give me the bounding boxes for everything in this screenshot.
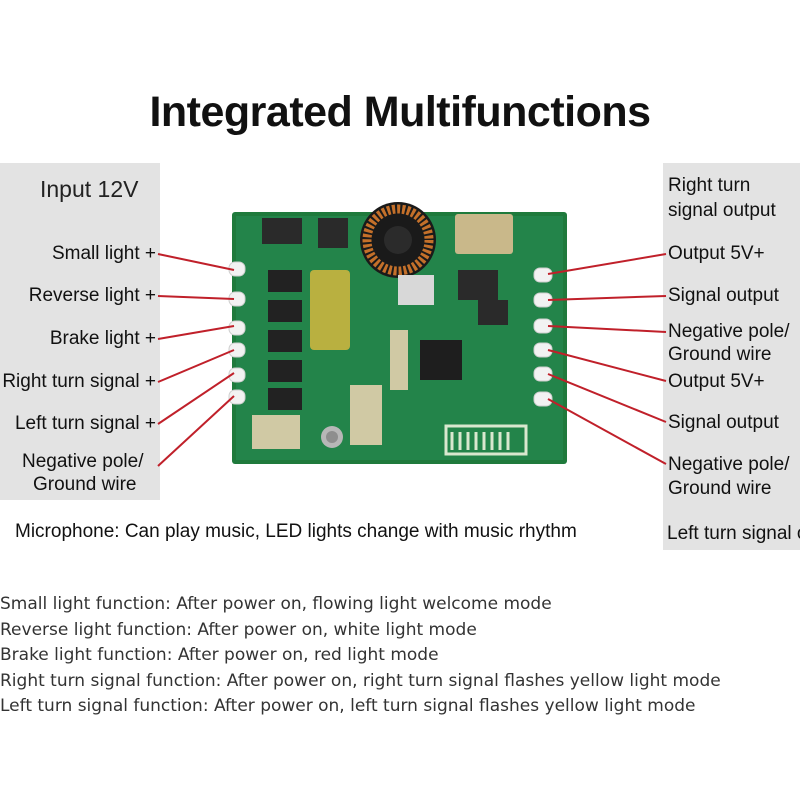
label-ground-wire-right-1: Ground wire — [668, 344, 772, 365]
label-reverse-light: Reverse light + — [28, 285, 156, 306]
input-voltage-label: Input 12V — [40, 176, 139, 202]
label-ground-wire-left: Ground wire — [33, 474, 137, 495]
microphone-note: Microphone: Can play music, LED lights c… — [15, 521, 577, 542]
label-brake-light: Brake light + — [49, 328, 156, 349]
microcontroller-chip — [420, 340, 462, 380]
function-item: Right turn signal function: After power … — [0, 670, 721, 691]
antenna-trace — [444, 424, 528, 456]
function-item: Brake light function: After power on, re… — [0, 645, 439, 665]
function-list: Small light function: After power on, fl… — [0, 592, 800, 720]
right-leader-lines — [547, 253, 667, 465]
left-label-panel — [0, 163, 160, 500]
function-item: Reverse light function: After power on, … — [0, 619, 477, 640]
label-left-turn-signal-output: Left turn signal o — [667, 523, 800, 544]
label-output-5v-1: Output 5V+ — [668, 243, 765, 264]
left-leader-lines — [157, 253, 235, 467]
label-right-turn-signal: Right turn signal + — [2, 371, 156, 392]
label-signal-output-header: signal output — [668, 200, 776, 221]
toroid-inductor — [360, 202, 436, 278]
label-output-5v-2: Output 5V+ — [668, 371, 765, 392]
capacitor — [310, 270, 350, 350]
function-item: Small light function: After power on, fl… — [0, 594, 552, 614]
function-item: Left turn signal function: After power o… — [0, 696, 696, 716]
right-solder-pads — [533, 267, 553, 407]
label-left-turn-signal: Left turn signal + — [14, 413, 156, 434]
label-negative-pole-right-1: Negative pole/ — [668, 321, 790, 342]
page-title: Integrated Multifunctions — [149, 88, 651, 136]
left-solder-pads — [228, 261, 246, 405]
label-signal-output-2: Signal output — [668, 412, 779, 433]
label-right-turn: Right turn — [668, 175, 751, 196]
capacitor — [455, 214, 513, 254]
label-ground-wire-right-2: Ground wire — [668, 478, 772, 499]
mosfet-array — [268, 270, 302, 410]
label-negative-pole-right-2: Negative pole/ — [668, 454, 790, 475]
right-label-panel — [663, 163, 800, 550]
label-signal-output-1: Signal output — [668, 285, 779, 306]
label-negative-pole-left: Negative pole/ — [22, 451, 144, 472]
label-small-light: Small light + — [51, 243, 156, 264]
